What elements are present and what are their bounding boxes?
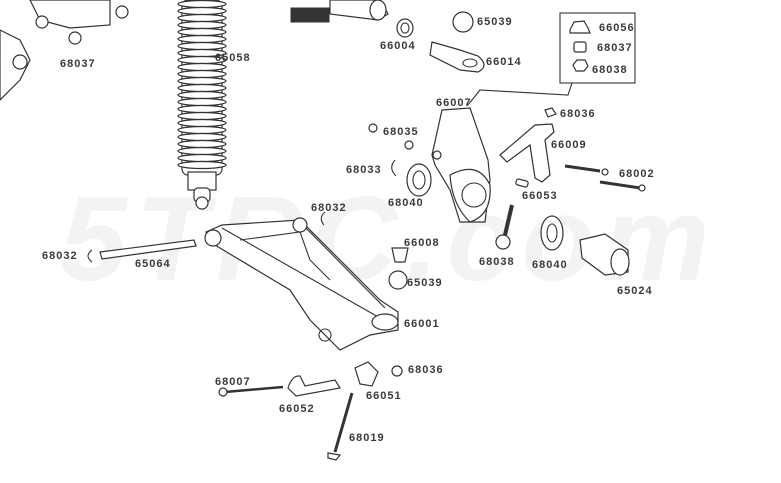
part-label: 68035 bbox=[383, 126, 419, 138]
steering-arm-66009 bbox=[499, 123, 555, 183]
spring-coil bbox=[177, 153, 227, 163]
bushing-66004 bbox=[396, 18, 414, 38]
spring-coil bbox=[177, 90, 227, 100]
spring-coil bbox=[177, 13, 227, 23]
lower-arm-66001 bbox=[204, 217, 399, 351]
part-label: 66009 bbox=[551, 139, 587, 151]
spring-coil bbox=[177, 0, 227, 9]
part-label: 66053 bbox=[522, 190, 558, 202]
spring-coil bbox=[177, 146, 227, 156]
part-label: 68033 bbox=[346, 164, 382, 176]
part-label: 65024 bbox=[617, 285, 653, 297]
spring-coil bbox=[177, 62, 227, 72]
steering-knuckle bbox=[431, 107, 491, 223]
part-label: 66001 bbox=[404, 318, 440, 330]
spring-coil bbox=[177, 125, 227, 135]
spring-coil bbox=[177, 27, 227, 37]
part-label: 66008 bbox=[404, 237, 440, 249]
part-label: 66056 bbox=[599, 22, 635, 34]
chassis-fragment bbox=[0, 0, 129, 101]
spring-coil bbox=[177, 139, 227, 149]
part-label: 68038 bbox=[479, 256, 515, 268]
spring-coil bbox=[177, 111, 227, 121]
part-label: 66014 bbox=[486, 56, 522, 68]
part-label: 65064 bbox=[135, 258, 171, 270]
spring-coil bbox=[177, 97, 227, 107]
hinge-pin-65064 bbox=[99, 239, 197, 260]
spring-coil bbox=[177, 69, 227, 79]
spring-coil bbox=[177, 83, 227, 93]
part-label: 68019 bbox=[349, 432, 385, 444]
part-label: 68032 bbox=[42, 250, 78, 262]
spring-coil bbox=[177, 132, 227, 142]
spring-coil bbox=[177, 34, 227, 44]
skid-66052 bbox=[287, 375, 341, 397]
part-label: 65039 bbox=[477, 16, 513, 28]
part-label: 68037 bbox=[597, 42, 633, 54]
pivot-ball bbox=[452, 11, 474, 33]
part-label: 68040 bbox=[388, 197, 424, 209]
part-label: 66052 bbox=[279, 403, 315, 415]
spring-coil bbox=[177, 104, 227, 114]
part-label: 68040 bbox=[532, 259, 568, 271]
spring-coil bbox=[177, 41, 227, 51]
part-label: 68036 bbox=[408, 364, 444, 376]
part-label: 65058 bbox=[215, 52, 251, 64]
spring-coil bbox=[177, 160, 227, 170]
part-label: 68032 bbox=[311, 202, 347, 214]
spring-coil bbox=[177, 6, 227, 16]
part-label: 65039 bbox=[407, 277, 443, 289]
part-label: 68007 bbox=[215, 376, 251, 388]
rod-end-66014 bbox=[429, 41, 485, 73]
part-label: 68036 bbox=[560, 108, 596, 120]
spring-coil bbox=[177, 76, 227, 86]
part-label: 68038 bbox=[592, 64, 628, 76]
spring-coil bbox=[177, 20, 227, 30]
part-label: 66004 bbox=[380, 40, 416, 52]
hardware-box bbox=[559, 12, 636, 84]
spring-coil bbox=[177, 118, 227, 128]
part-label: 66051 bbox=[366, 390, 402, 402]
part-label: 68037 bbox=[60, 58, 96, 70]
shock-absorber bbox=[177, 0, 227, 210]
part-label: 66007 bbox=[436, 97, 472, 109]
black-block bbox=[290, 7, 330, 23]
part-label: 68002 bbox=[619, 168, 655, 180]
